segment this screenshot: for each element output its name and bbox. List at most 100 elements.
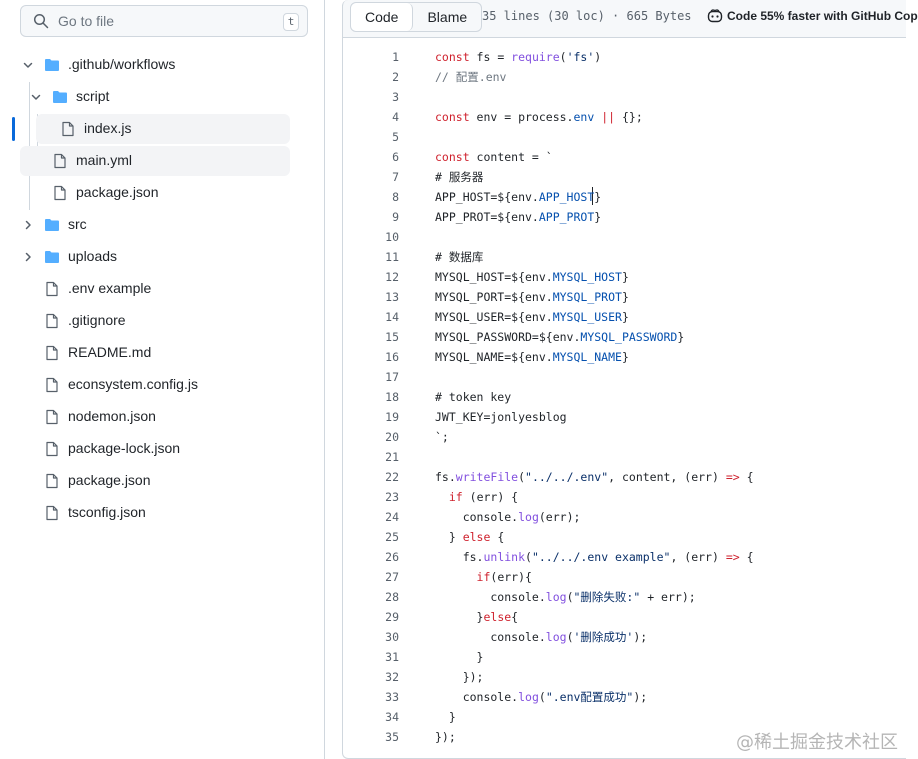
file-icon (46, 345, 58, 361)
code-line: 23 if (err) { (343, 487, 907, 507)
line-content: MYSQL_PORT=${env.MYSQL_PROT} (435, 290, 629, 304)
tree-item-nodemon-json[interactable]: nodemon.json (20, 402, 290, 432)
line-number[interactable]: 6 (392, 150, 399, 164)
line-number[interactable]: 3 (392, 90, 399, 104)
tree-item-script[interactable]: script (20, 82, 290, 112)
line-number[interactable]: 33 (385, 690, 399, 704)
chevron-down-icon[interactable] (30, 91, 42, 103)
view-toggle: Code Blame (350, 2, 483, 32)
code-line: 12 MYSQL_HOST=${env.MYSQL_HOST} (343, 267, 907, 287)
tree-item-label: .github/workflows (68, 56, 176, 72)
tree-item-econsystem-config-js[interactable]: econsystem.config.js (20, 370, 290, 400)
line-number[interactable]: 27 (385, 570, 399, 584)
file-icon (46, 473, 58, 489)
line-number[interactable]: 10 (385, 230, 399, 244)
file-icon (54, 185, 66, 201)
go-to-file-search[interactable]: Go to file t (20, 5, 308, 37)
copilot-icon (707, 9, 723, 23)
file-icon (54, 153, 66, 169)
line-number[interactable]: 26 (385, 550, 399, 564)
tree-item-index-js[interactable]: index.js (36, 114, 290, 144)
line-number[interactable]: 20 (385, 430, 399, 444)
line-number[interactable]: 22 (385, 470, 399, 484)
line-content: const content = ` (435, 150, 553, 164)
tree-item-github-workflows[interactable]: .github/workflows (20, 50, 290, 80)
blame-tab[interactable]: Blame (427, 9, 468, 25)
chevron-down-icon[interactable] (22, 59, 34, 71)
line-number[interactable]: 12 (385, 270, 399, 284)
line-number[interactable]: 1 (392, 50, 399, 64)
line-content: } (435, 650, 484, 664)
code-line: 10 (343, 227, 907, 247)
line-number[interactable]: 11 (385, 250, 399, 264)
line-number[interactable]: 31 (385, 650, 399, 664)
line-number[interactable]: 5 (392, 130, 399, 144)
line-content: MYSQL_HOST=${env.MYSQL_HOST} (435, 270, 629, 284)
code-tab[interactable]: Code (351, 3, 414, 31)
line-content: console.log(err); (435, 510, 581, 524)
tree-item-env-example[interactable]: .env example (20, 274, 290, 304)
line-content: # 数据库 (435, 250, 484, 264)
line-content: console.log("删除失败:" + err); (435, 590, 696, 604)
tree-item-tsconfig-json[interactable]: tsconfig.json (20, 498, 290, 528)
tree-item-readme-md[interactable]: README.md (20, 338, 290, 368)
code-line: 6 const content = ` (343, 147, 907, 167)
line-number[interactable]: 13 (385, 290, 399, 304)
line-number[interactable]: 19 (385, 410, 399, 424)
line-content: console.log(".env配置成功"); (435, 690, 648, 704)
line-number[interactable]: 34 (385, 710, 399, 724)
code-line: 7# 服务器 (343, 167, 907, 187)
line-number[interactable]: 21 (385, 450, 399, 464)
line-number[interactable]: 24 (385, 510, 399, 524)
tree-item-gitignore[interactable]: .gitignore (20, 306, 290, 336)
line-number[interactable]: 8 (392, 190, 399, 204)
tree-item-label: package-lock.json (68, 440, 181, 456)
line-number[interactable]: 23 (385, 490, 399, 504)
code-line: 35}); (343, 727, 907, 747)
line-number[interactable]: 18 (385, 390, 399, 404)
line-number[interactable]: 28 (385, 590, 399, 604)
tree-item-main-yml[interactable]: main.yml (20, 146, 290, 176)
tree-item-package-json[interactable]: package.json (20, 466, 290, 496)
line-number[interactable]: 9 (392, 210, 399, 224)
line-number[interactable]: 29 (385, 610, 399, 624)
line-content: MYSQL_NAME=${env.MYSQL_NAME} (435, 350, 629, 364)
tree-item-src[interactable]: src (20, 210, 290, 240)
code-line: 2// 配置.env (343, 67, 907, 87)
line-number[interactable]: 15 (385, 330, 399, 344)
line-number[interactable]: 7 (392, 170, 399, 184)
line-number[interactable]: 14 (385, 310, 399, 324)
tree-item-uploads[interactable]: uploads (20, 242, 290, 272)
line-number[interactable]: 2 (392, 70, 399, 84)
folder-open-icon (53, 91, 67, 103)
folder-icon (45, 219, 59, 231)
code-line: 20`; (343, 427, 907, 447)
chevron-right-icon[interactable] (22, 219, 34, 231)
line-number[interactable]: 32 (385, 670, 399, 684)
line-number[interactable]: 35 (385, 730, 399, 744)
text-cursor (592, 187, 593, 205)
line-content: fs.writeFile("../../.env", content, (err… (435, 470, 754, 484)
line-number[interactable]: 25 (385, 530, 399, 544)
tree-item-package-json[interactable]: package.json (20, 178, 290, 208)
tree-item-label: .gitignore (68, 312, 126, 328)
tree-item-package-lock-json[interactable]: package-lock.json (20, 434, 290, 464)
line-content: MYSQL_PASSWORD=${env.MYSQL_PASSWORD} (435, 330, 685, 344)
line-number[interactable]: 17 (385, 370, 399, 384)
line-number[interactable]: 4 (392, 110, 399, 124)
file-icon (46, 281, 58, 297)
file-icon (46, 505, 58, 521)
copilot-promo[interactable]: Code 55% faster with GitHub Cop (707, 8, 918, 24)
line-number[interactable]: 30 (385, 630, 399, 644)
chevron-right-icon[interactable] (22, 251, 34, 263)
search-icon (33, 13, 49, 29)
line-content: # token key (435, 390, 512, 404)
line-content: console.log('删除成功'); (435, 630, 648, 644)
line-number[interactable]: 16 (385, 350, 399, 364)
code-line: 31 } (343, 647, 907, 667)
code-line: 27 if(err){ (343, 567, 907, 587)
code-line: 16 MYSQL_NAME=${env.MYSQL_NAME} (343, 347, 907, 367)
